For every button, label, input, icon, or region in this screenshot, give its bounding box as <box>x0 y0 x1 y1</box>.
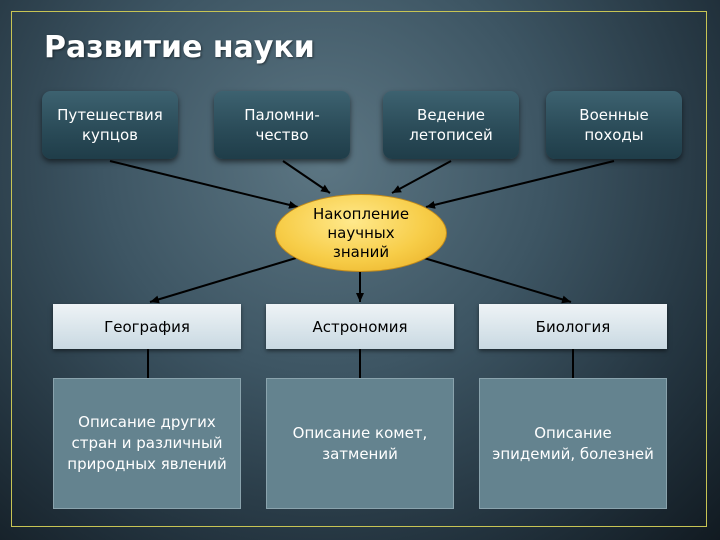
description-box-astronomy: Описание комет, затмений <box>266 378 454 509</box>
arrow-to-geography <box>149 257 297 304</box>
slide-title: Развитие науки <box>44 30 315 65</box>
science-box-astronomy: Астрономия <box>266 304 454 349</box>
arrow-source-2 <box>282 160 331 194</box>
source-box-merchants: Путешествия купцов <box>42 91 178 159</box>
source-box-chronicles: Ведение летописей <box>383 91 519 159</box>
source-box-pilgrimage: Паломни- чество <box>214 91 350 159</box>
center-node-knowledge: Накопление научных знаний <box>275 194 447 272</box>
arrow-source-1 <box>109 160 299 209</box>
arrow-source-3 <box>391 160 452 194</box>
source-box-campaigns: Военные походы <box>546 91 682 159</box>
science-box-biology: Биология <box>479 304 667 349</box>
slide-frame <box>11 11 707 527</box>
science-box-geography: География <box>53 304 241 349</box>
arrow-to-biology <box>423 257 572 304</box>
arrow-source-4 <box>425 160 615 209</box>
description-box-biology: Описание эпидемий, болезней <box>479 378 667 509</box>
description-box-geography: Описание других стран и различный природ… <box>53 378 241 509</box>
